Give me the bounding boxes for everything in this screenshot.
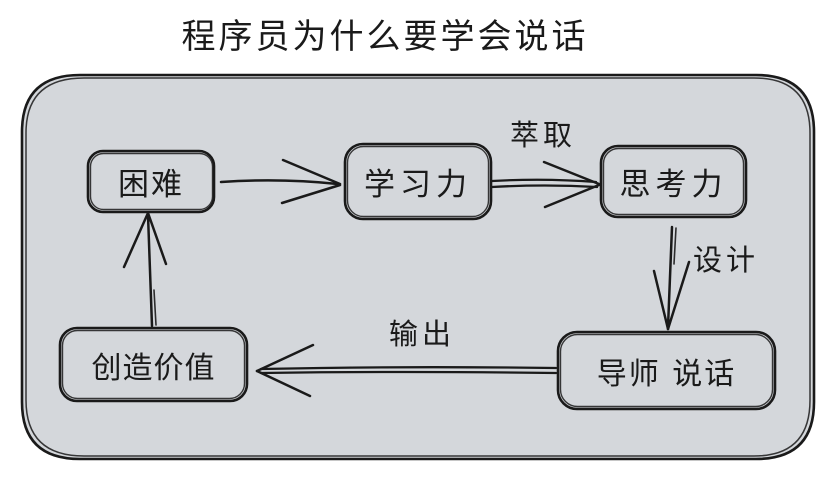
- node-label-create-value: 创造价值: [91, 350, 216, 386]
- edge-label-extract: 萃取: [509, 118, 576, 152]
- arrow-create-value-to-difficulty: [122, 211, 168, 328]
- node-label-thinking: 思考力: [619, 167, 728, 203]
- edge-label-design: 设计: [692, 243, 759, 277]
- arrow-difficulty-to-learning: [219, 158, 342, 205]
- arrow-thinking-to-mentor: [652, 225, 691, 331]
- node-box-difficulty: [86, 149, 216, 214]
- node-label-difficulty: 困难: [118, 167, 184, 203]
- node-box-thinking: [599, 144, 748, 219]
- container-shape: [20, 73, 816, 461]
- diagram-title: 程序员为什么要学会说话: [181, 16, 589, 57]
- node-label-mentor: 导师 说话: [596, 356, 737, 392]
- node-label-learning: 学习力: [364, 167, 472, 203]
- arrow-mentor-to-create-value: [255, 343, 558, 398]
- arrow-learning-to-thinking: [490, 160, 601, 209]
- edge-label-output: 输出: [388, 317, 455, 351]
- node-box-mentor: [556, 330, 777, 411]
- node-box-create-value: [58, 326, 249, 403]
